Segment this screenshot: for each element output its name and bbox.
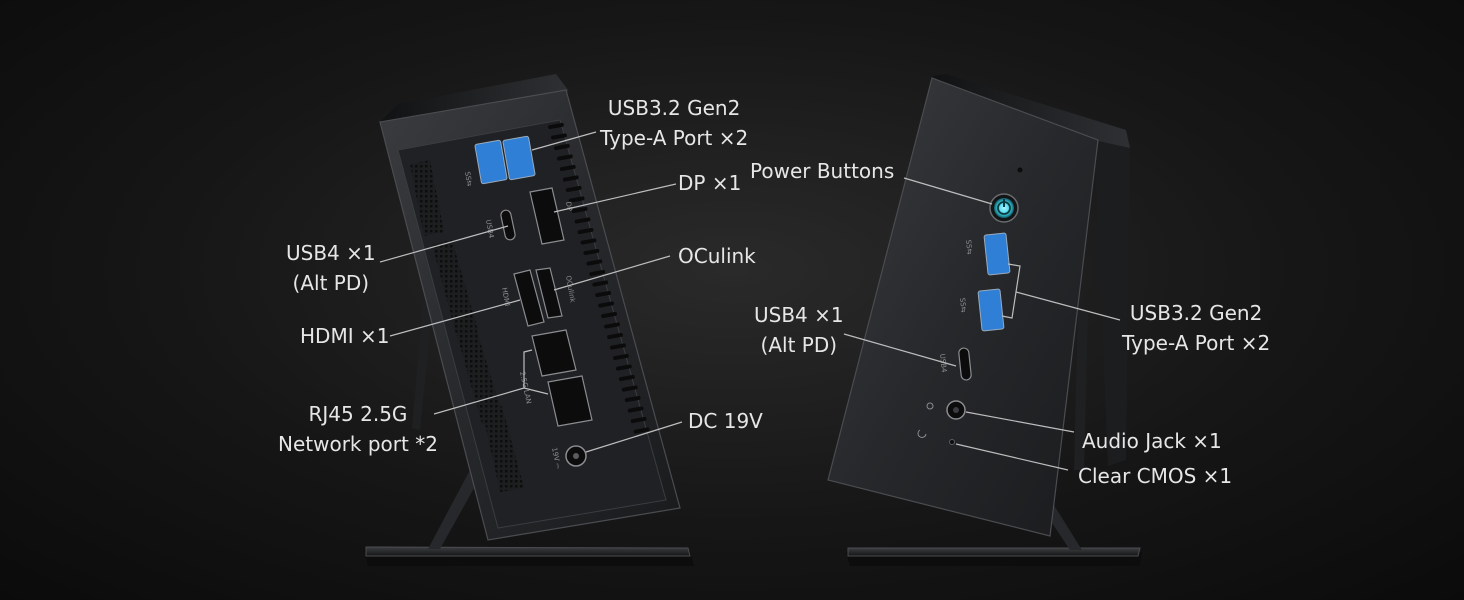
vent-slot — [568, 196, 585, 203]
label-right-cmos: Clear CMOS ×1 — [1078, 464, 1233, 488]
label-left-rj45-line2: Network port *2 — [278, 432, 438, 456]
vent-slot — [615, 364, 632, 371]
label-right-usb32-line1: USB3.2 Gen2 — [1129, 301, 1263, 325]
label-left-usb32: USB3.2 Gen2 Type-A Port ×2 — [600, 93, 748, 153]
leader-right-usb32 — [1015, 291, 1121, 321]
leader-left-rj45-b — [523, 387, 549, 395]
leader-right-cmos — [955, 443, 1069, 471]
leader-left-usb32 — [531, 131, 597, 151]
vent-slot — [553, 143, 570, 151]
label-right-usb32-line2: Type-A Port ×2 — [1122, 331, 1271, 355]
vent-slot — [633, 427, 650, 434]
right-power-button — [989, 167, 1023, 223]
left-usb-a-ports: SS⇆ — [463, 135, 536, 187]
label-right-power: Power Buttons — [750, 159, 895, 183]
leader-right-usb4 — [843, 333, 957, 367]
right-usb-a-ports: SS⇆ SS⇆ — [958, 232, 1011, 332]
leader-left-hdmi — [389, 299, 521, 337]
left-rj45-ports: 2.5G LAN — [518, 329, 593, 427]
vent-slot — [559, 164, 576, 172]
vent-slot — [583, 248, 600, 256]
label-right-usb4-line2: (Alt PD) — [760, 333, 838, 357]
left-device: SS⇆ DP USB4 HDMI OCulink 2.5G LAN — [364, 74, 694, 566]
label-left-oculink: OCulink — [678, 244, 756, 268]
vent-slot — [592, 280, 609, 287]
left-dc-jack: 19V ⎓ — [550, 445, 587, 470]
vent-slot — [551, 133, 567, 140]
right-body-face — [827, 77, 1099, 537]
left-slot-vents — [548, 122, 650, 434]
vent-slot — [577, 227, 594, 235]
vent-slot — [607, 332, 623, 340]
left-usb4-marking: USB4 — [484, 219, 495, 239]
label-left-usb4: USB4 ×1 (Alt PD) — [286, 238, 376, 298]
headset-icon — [926, 402, 934, 410]
leader-left-dp — [553, 183, 677, 213]
left-usb-c-port: USB4 — [484, 209, 516, 241]
left-vent-grilles — [410, 160, 524, 492]
right-audio-jack — [926, 400, 966, 420]
label-right-usb32: USB3.2 Gen2 Type-A Port ×2 — [1122, 298, 1270, 358]
vent-slot — [580, 238, 597, 245]
right-usb-logo-marking-2: SS⇆ — [958, 297, 968, 313]
right-usb4-marking: USB4 — [938, 353, 948, 373]
vent-slot — [574, 217, 591, 224]
vent-slot — [621, 385, 638, 392]
vent-slot — [562, 175, 579, 182]
left-dp-marking: DP — [564, 201, 574, 212]
vent-slot — [548, 122, 564, 130]
leader-left-usb4 — [379, 225, 509, 263]
left-hdmi-port: HDMI — [500, 269, 545, 327]
vent-slot — [556, 154, 573, 161]
label-right-usb4-line1: USB4 ×1 — [754, 303, 844, 327]
right-clear-cmos — [917, 429, 955, 445]
leader-left-rj45 — [433, 349, 533, 415]
left-dp-port: DP — [529, 187, 574, 245]
vent-slot — [604, 322, 620, 329]
right-indicator-hole — [1017, 167, 1023, 173]
label-left-usb4-line1: USB4 ×1 — [286, 241, 376, 265]
label-left-hdmi: HDMI ×1 — [300, 324, 390, 348]
vent-slot — [586, 259, 603, 266]
vent-slot — [589, 269, 606, 277]
vent-slot — [610, 343, 626, 350]
label-left-rj45-line1: RJ45 2.5G — [308, 402, 408, 426]
left-hdmi-marking: HDMI — [500, 287, 511, 307]
label-left-dp: DP ×1 — [678, 171, 742, 195]
right-stand — [846, 308, 1142, 566]
label-right-usb4: USB4 ×1 (Alt PD) — [754, 300, 844, 360]
label-left-usb32-line2: Type-A Port ×2 — [600, 126, 749, 150]
label-left-rj45: RJ45 2.5G Network port *2 — [278, 399, 438, 459]
left-usb-logo-marking: SS⇆ — [463, 171, 473, 187]
right-usb-c-port: USB4 — [938, 347, 972, 381]
label-right-audio: Audio Jack ×1 — [1082, 429, 1222, 453]
leader-left-dc — [585, 421, 683, 453]
label-left-usb32-line1: USB3.2 Gen2 — [607, 96, 741, 120]
leader-right-audio — [965, 411, 1075, 433]
vent-slot — [565, 185, 582, 193]
right-body-edge — [1094, 140, 1130, 466]
right-body-side — [932, 74, 1130, 148]
vent-slot — [595, 290, 612, 298]
vent-slot — [571, 206, 588, 214]
vent-slot — [601, 311, 618, 319]
leader-lines — [379, 131, 1121, 471]
right-usb-logo-marking-1: SS⇆ — [964, 239, 974, 255]
left-stand — [364, 280, 694, 566]
vent-slot — [598, 301, 615, 308]
label-left-dc: DC 19V — [688, 409, 763, 433]
right-device: SS⇆ SS⇆ USB4 — [827, 74, 1142, 566]
vent-slot — [612, 353, 629, 361]
label-left-usb4-line2: (Alt PD) — [292, 271, 370, 295]
leader-right-power — [903, 177, 993, 205]
vent-slot — [630, 416, 647, 424]
vent-slot — [624, 395, 641, 403]
leader-left-oculink — [553, 255, 671, 291]
vent-slot — [618, 374, 635, 382]
reset-icon — [917, 429, 927, 438]
vent-slot — [627, 406, 644, 413]
